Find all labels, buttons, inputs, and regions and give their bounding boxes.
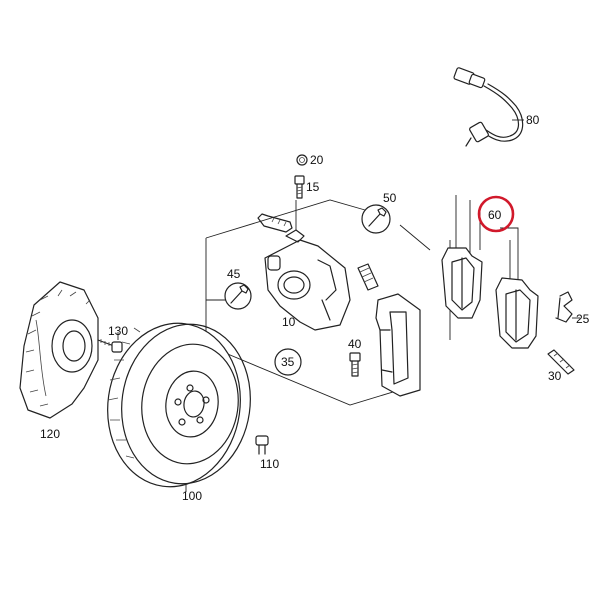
part-40-bolt[interactable] <box>349 352 361 377</box>
callout-50[interactable]: 50 <box>383 191 397 205</box>
part-50-torque-symbol[interactable] <box>361 204 391 234</box>
part-25-spring-clip[interactable] <box>555 291 580 323</box>
part-130-bolt[interactable] <box>97 332 123 353</box>
callout-10[interactable]: 10 <box>282 315 296 329</box>
callout-80[interactable]: 80 <box>526 113 540 127</box>
callout-40[interactable]: 40 <box>348 337 362 351</box>
part-60-brake-pad-set[interactable] <box>441 195 539 349</box>
callout-120[interactable]: 120 <box>40 427 60 441</box>
callout-35[interactable]: 35 <box>281 355 295 369</box>
callout-45[interactable]: 45 <box>227 267 241 281</box>
part-30-retaining-pin[interactable] <box>547 349 575 375</box>
callout-60-highlight-ring <box>477 195 515 233</box>
part-20-bleeder-cap[interactable] <box>296 154 308 166</box>
group-outline-caliper <box>205 199 431 406</box>
callout-110[interactable]: 110 <box>260 457 279 471</box>
callout-60[interactable]: 60 <box>488 208 502 222</box>
part-caliper-carrier[interactable] <box>375 293 421 397</box>
part-80-wear-sensor[interactable] <box>453 67 524 147</box>
callout-25[interactable]: 25 <box>576 312 590 326</box>
callout-20[interactable]: 20 <box>310 153 324 167</box>
callout-130[interactable]: 130 <box>108 324 128 338</box>
part-10-brake-caliper[interactable] <box>257 213 351 331</box>
part-35-callout-circle[interactable] <box>274 348 302 376</box>
part-100-brake-disc[interactable] <box>97 315 260 496</box>
callout-15[interactable]: 15 <box>306 180 320 194</box>
part-110-screw[interactable] <box>255 435 269 455</box>
part-15-bleeder-screw[interactable] <box>294 175 305 199</box>
callout-100[interactable]: 100 <box>182 489 202 503</box>
part-45-torque-symbol[interactable] <box>224 282 252 310</box>
part-guide-pin[interactable] <box>357 263 379 291</box>
callout-30[interactable]: 30 <box>548 369 562 383</box>
part-120-dust-shield[interactable] <box>19 281 99 419</box>
